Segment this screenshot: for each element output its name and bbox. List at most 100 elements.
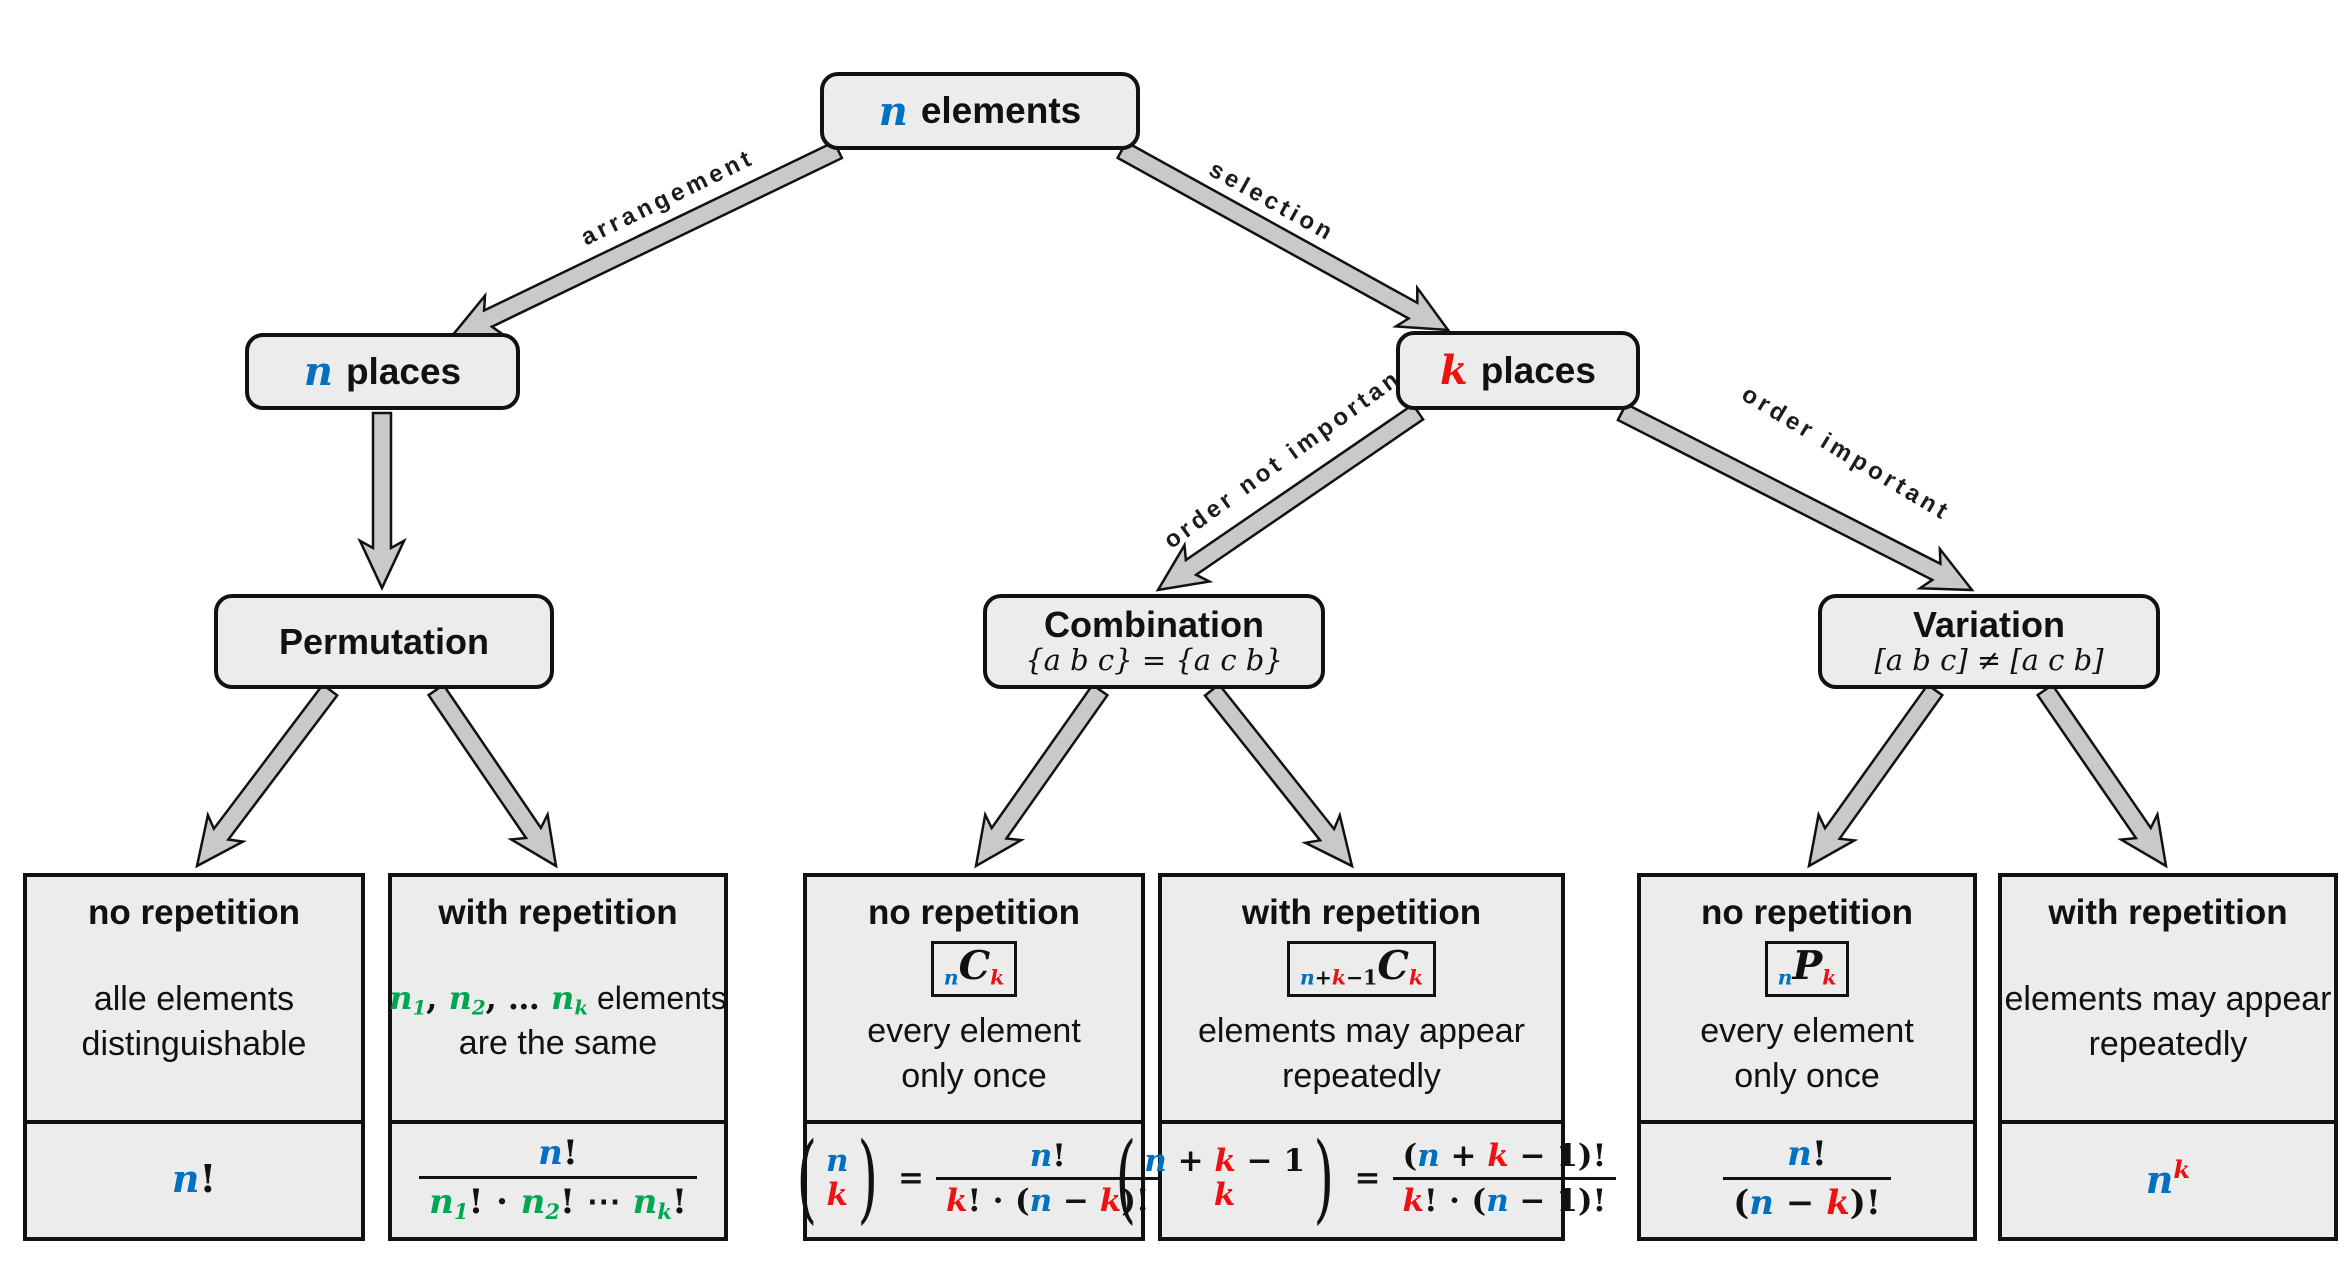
binomial-coefficient: ( n + k − 1 k ) — [1107, 1121, 1343, 1234]
leaf-description: n1, n2, … nk elements are the same — [389, 933, 727, 1120]
left-paren: ( — [1115, 1121, 1136, 1234]
math-token: 1 — [1556, 1182, 1578, 1219]
math-token: ! — [671, 1182, 687, 1223]
leaf-formula-section: n! (n − k)! — [1641, 1124, 1973, 1237]
node-n-elements-label: elements — [920, 90, 1082, 131]
math-token: n — [551, 978, 575, 1017]
binomial-top: n + k − 1 — [1144, 1142, 1305, 1179]
math-token: )! — [1849, 1183, 1881, 1223]
node-variation-note: [a b c] ≠ [a c b] — [1874, 643, 2104, 678]
formula-variation: n! (n − k)! — [1723, 1134, 1891, 1223]
tree-arrow — [1115, 140, 1451, 332]
math-token: ! ⋅ ( — [967, 1182, 1030, 1219]
left-paren: ( — [796, 1121, 818, 1234]
node-n-places: n places — [245, 333, 520, 410]
math-token: )! — [1121, 1182, 1150, 1219]
fraction: n! k! ⋅ (n − k)! — [935, 1138, 1160, 1219]
math-token: , — [426, 978, 449, 1017]
math-token: n — [1749, 1183, 1775, 1223]
math-token: − — [1508, 1137, 1557, 1174]
binomial-stack: n + k − 1 k — [1144, 1142, 1305, 1214]
math-token: k — [945, 1182, 968, 1219]
leaf-permutation-with-repetition: with repetition n1, n2, … nk elements ar… — [388, 873, 728, 1241]
desc-line: alle elements — [93, 980, 295, 1019]
leaf-title: with repetition — [2048, 893, 2288, 932]
tree-arrow — [1155, 402, 1425, 592]
math-token: P — [1792, 943, 1823, 989]
fraction-numerator: (n + k − 1)! — [1393, 1138, 1617, 1177]
desc-line: repeatedly — [1282, 1056, 1441, 1095]
badge-nPk: nPk — [1764, 941, 1850, 998]
leaf-description-section: with repetition n+k−1Ck elements may app… — [1162, 877, 1561, 1124]
math-token: n — [1787, 1134, 1812, 1174]
math-token: k — [826, 1177, 848, 1214]
leaf-description: elements may appear repeatedly — [2005, 933, 2332, 1120]
desc-line: only once — [901, 1056, 1047, 1095]
math-token: n — [1144, 1142, 1167, 1179]
node-combination-note: {a b c} = {a c b} — [1025, 643, 1283, 678]
leaf-formula-section: n! — [27, 1124, 361, 1237]
leaf-title: no repetition — [868, 893, 1080, 932]
fraction: (n + k − 1)! k! ⋅ ( n − 1)! — [1392, 1138, 1617, 1219]
math-token: k — [1487, 1137, 1509, 1174]
math-token: elements — [588, 979, 727, 1016]
node-k-places: k places — [1396, 331, 1640, 410]
formula-n-power-k: nk — [2146, 1155, 2191, 1202]
desc-line: every element — [867, 1012, 1081, 1051]
fraction-denominator: k! ⋅ (n − k)! — [935, 1176, 1160, 1219]
math-token: + — [1314, 965, 1332, 990]
math-token: C — [1377, 943, 1409, 989]
math-token: n — [538, 1133, 563, 1174]
node-combination-title: Combination — [1044, 603, 1264, 645]
math-token: ! ⋅ ( — [1424, 1182, 1487, 1219]
fraction-numerator: n! — [936, 1138, 1160, 1177]
var-n: n — [303, 348, 333, 395]
math-token: C — [958, 943, 991, 989]
leaf-title: with repetition — [1241, 893, 1482, 932]
leaf-variation-with-repetition: with repetition elements may appear repe… — [1998, 873, 2338, 1241]
desc-line: are the same — [458, 1024, 658, 1063]
node-variation: Variation [a b c] ≠ [a c b] — [1818, 594, 2160, 689]
math-token: n — [632, 1182, 658, 1223]
math-token: n — [1417, 1137, 1440, 1174]
binomial-coefficient: ( n k ) — [788, 1121, 886, 1234]
math-token: ! — [199, 1156, 217, 1201]
math-token: k — [1213, 1177, 1236, 1214]
leaf-combination-with-repetition: with repetition n+k−1Ck elements may app… — [1115, 873, 1617, 1241]
node-variation-title: Variation — [1912, 603, 2066, 645]
tree-arrow — [1807, 683, 1945, 869]
desc-line: repeatedly — [2088, 1024, 2248, 1063]
fraction-denominator: (n − k)! — [1723, 1177, 1891, 1223]
leaf-title: with repetition — [438, 893, 678, 932]
math-token: ! — [468, 1182, 496, 1223]
math-token: 2 — [545, 1198, 561, 1224]
tree-arrow — [426, 683, 558, 869]
right-paren: ) — [856, 1121, 878, 1234]
leaf-description: every element only once — [867, 997, 1081, 1120]
math-token: k — [2173, 1154, 2191, 1184]
math-token: n — [520, 1182, 546, 1223]
var-k: k — [1440, 347, 1468, 394]
math-token: )! — [1577, 1182, 1607, 1219]
node-n-places-label: places — [345, 350, 462, 392]
math-token: ! — [1052, 1137, 1066, 1174]
equals-sign: = — [1354, 1160, 1381, 1197]
leaf-description: elements may appear repeatedly — [1198, 997, 1525, 1120]
leaf-formula-section: ( n + k − 1 k ) = (n + k − 1)! k! ⋅ (n −… — [1115, 1124, 1617, 1237]
leaf-variation-no-repetition: no repetition nPk every element only onc… — [1637, 873, 1977, 1241]
math-token: n — [1777, 965, 1793, 990]
leaf-title: no repetition — [88, 893, 300, 932]
binomial-top: n — [826, 1143, 849, 1179]
node-n-elements: n elements — [820, 72, 1140, 150]
desc-line-math: n1, n2, … nk elements — [389, 978, 727, 1021]
desc-line: only once — [1734, 1056, 1880, 1095]
formula-multinomial: n! n1! ⋅ n2! ⋯ nk! — [419, 1133, 697, 1224]
math-token: ( — [1402, 1137, 1418, 1174]
math-token: ! — [1811, 1134, 1827, 1174]
math-token: n — [1029, 1182, 1053, 1219]
leaf-description-section: with repetition n1, n2, … nk elements ar… — [389, 877, 727, 1124]
math-token: )! — [1577, 1137, 1607, 1174]
leaf-description-section: no repetition nCk every element only onc… — [807, 877, 1141, 1124]
math-token: n — [389, 978, 413, 1017]
